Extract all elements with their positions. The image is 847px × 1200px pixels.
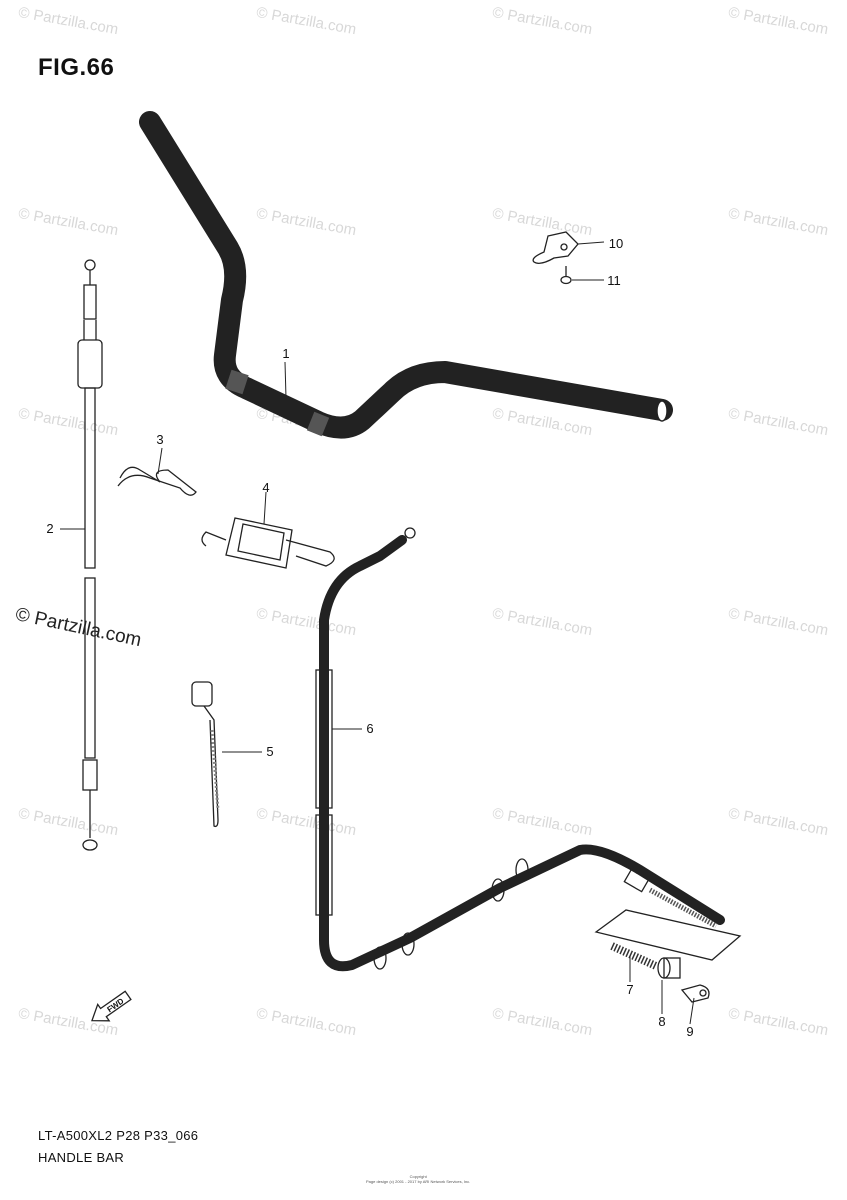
callout-2: 2 (46, 521, 53, 536)
callout-11: 11 (607, 273, 621, 288)
callout-6: 6 (366, 721, 373, 736)
knurled-grip-band (225, 369, 330, 437)
handlebar-part[interactable] (139, 111, 673, 439)
page-title: HANDLE BAR (38, 1150, 125, 1165)
bracket-part-4[interactable] (201, 517, 335, 569)
brake-cable-part-6[interactable] (315, 527, 725, 972)
cable-part-2[interactable] (77, 259, 103, 851)
fwd-arrow-icon: FWD (91, 990, 132, 1022)
copyright-notice: Copyright Page design (c) 2001 - 2017 by… (366, 1174, 470, 1184)
callout-10: 10 (609, 236, 623, 251)
callout-9: 9 (686, 1024, 693, 1039)
figure-title: FIG.66 (38, 54, 115, 81)
leader-lines (60, 241, 695, 1025)
callout-3: 3 (156, 432, 163, 447)
cable-tie-part-5[interactable] (191, 681, 220, 828)
copyright-label: Copyright (409, 1174, 427, 1179)
callout-8: 8 (658, 1014, 665, 1029)
spring-part-7[interactable] (610, 942, 658, 970)
lock-lever-part-10[interactable] (532, 231, 579, 264)
callout-7: 7 (626, 982, 633, 997)
callout-5: 5 (266, 744, 273, 759)
adjuster-nut-part-8[interactable] (657, 957, 681, 979)
callout-4: 4 (262, 480, 269, 495)
washer-part-11[interactable] (560, 266, 572, 285)
wire-clip-part-3[interactable] (117, 466, 197, 496)
model-code: LT-A500XL2 P28 P33_066 (38, 1128, 199, 1143)
adjuster-plate (594, 909, 742, 961)
callout-1: 1 (282, 346, 289, 361)
joint-pin-part-9[interactable] (680, 984, 710, 1003)
copyright-line: Page design (c) 2001 - 2017 by ARI Netwo… (366, 1179, 471, 1184)
